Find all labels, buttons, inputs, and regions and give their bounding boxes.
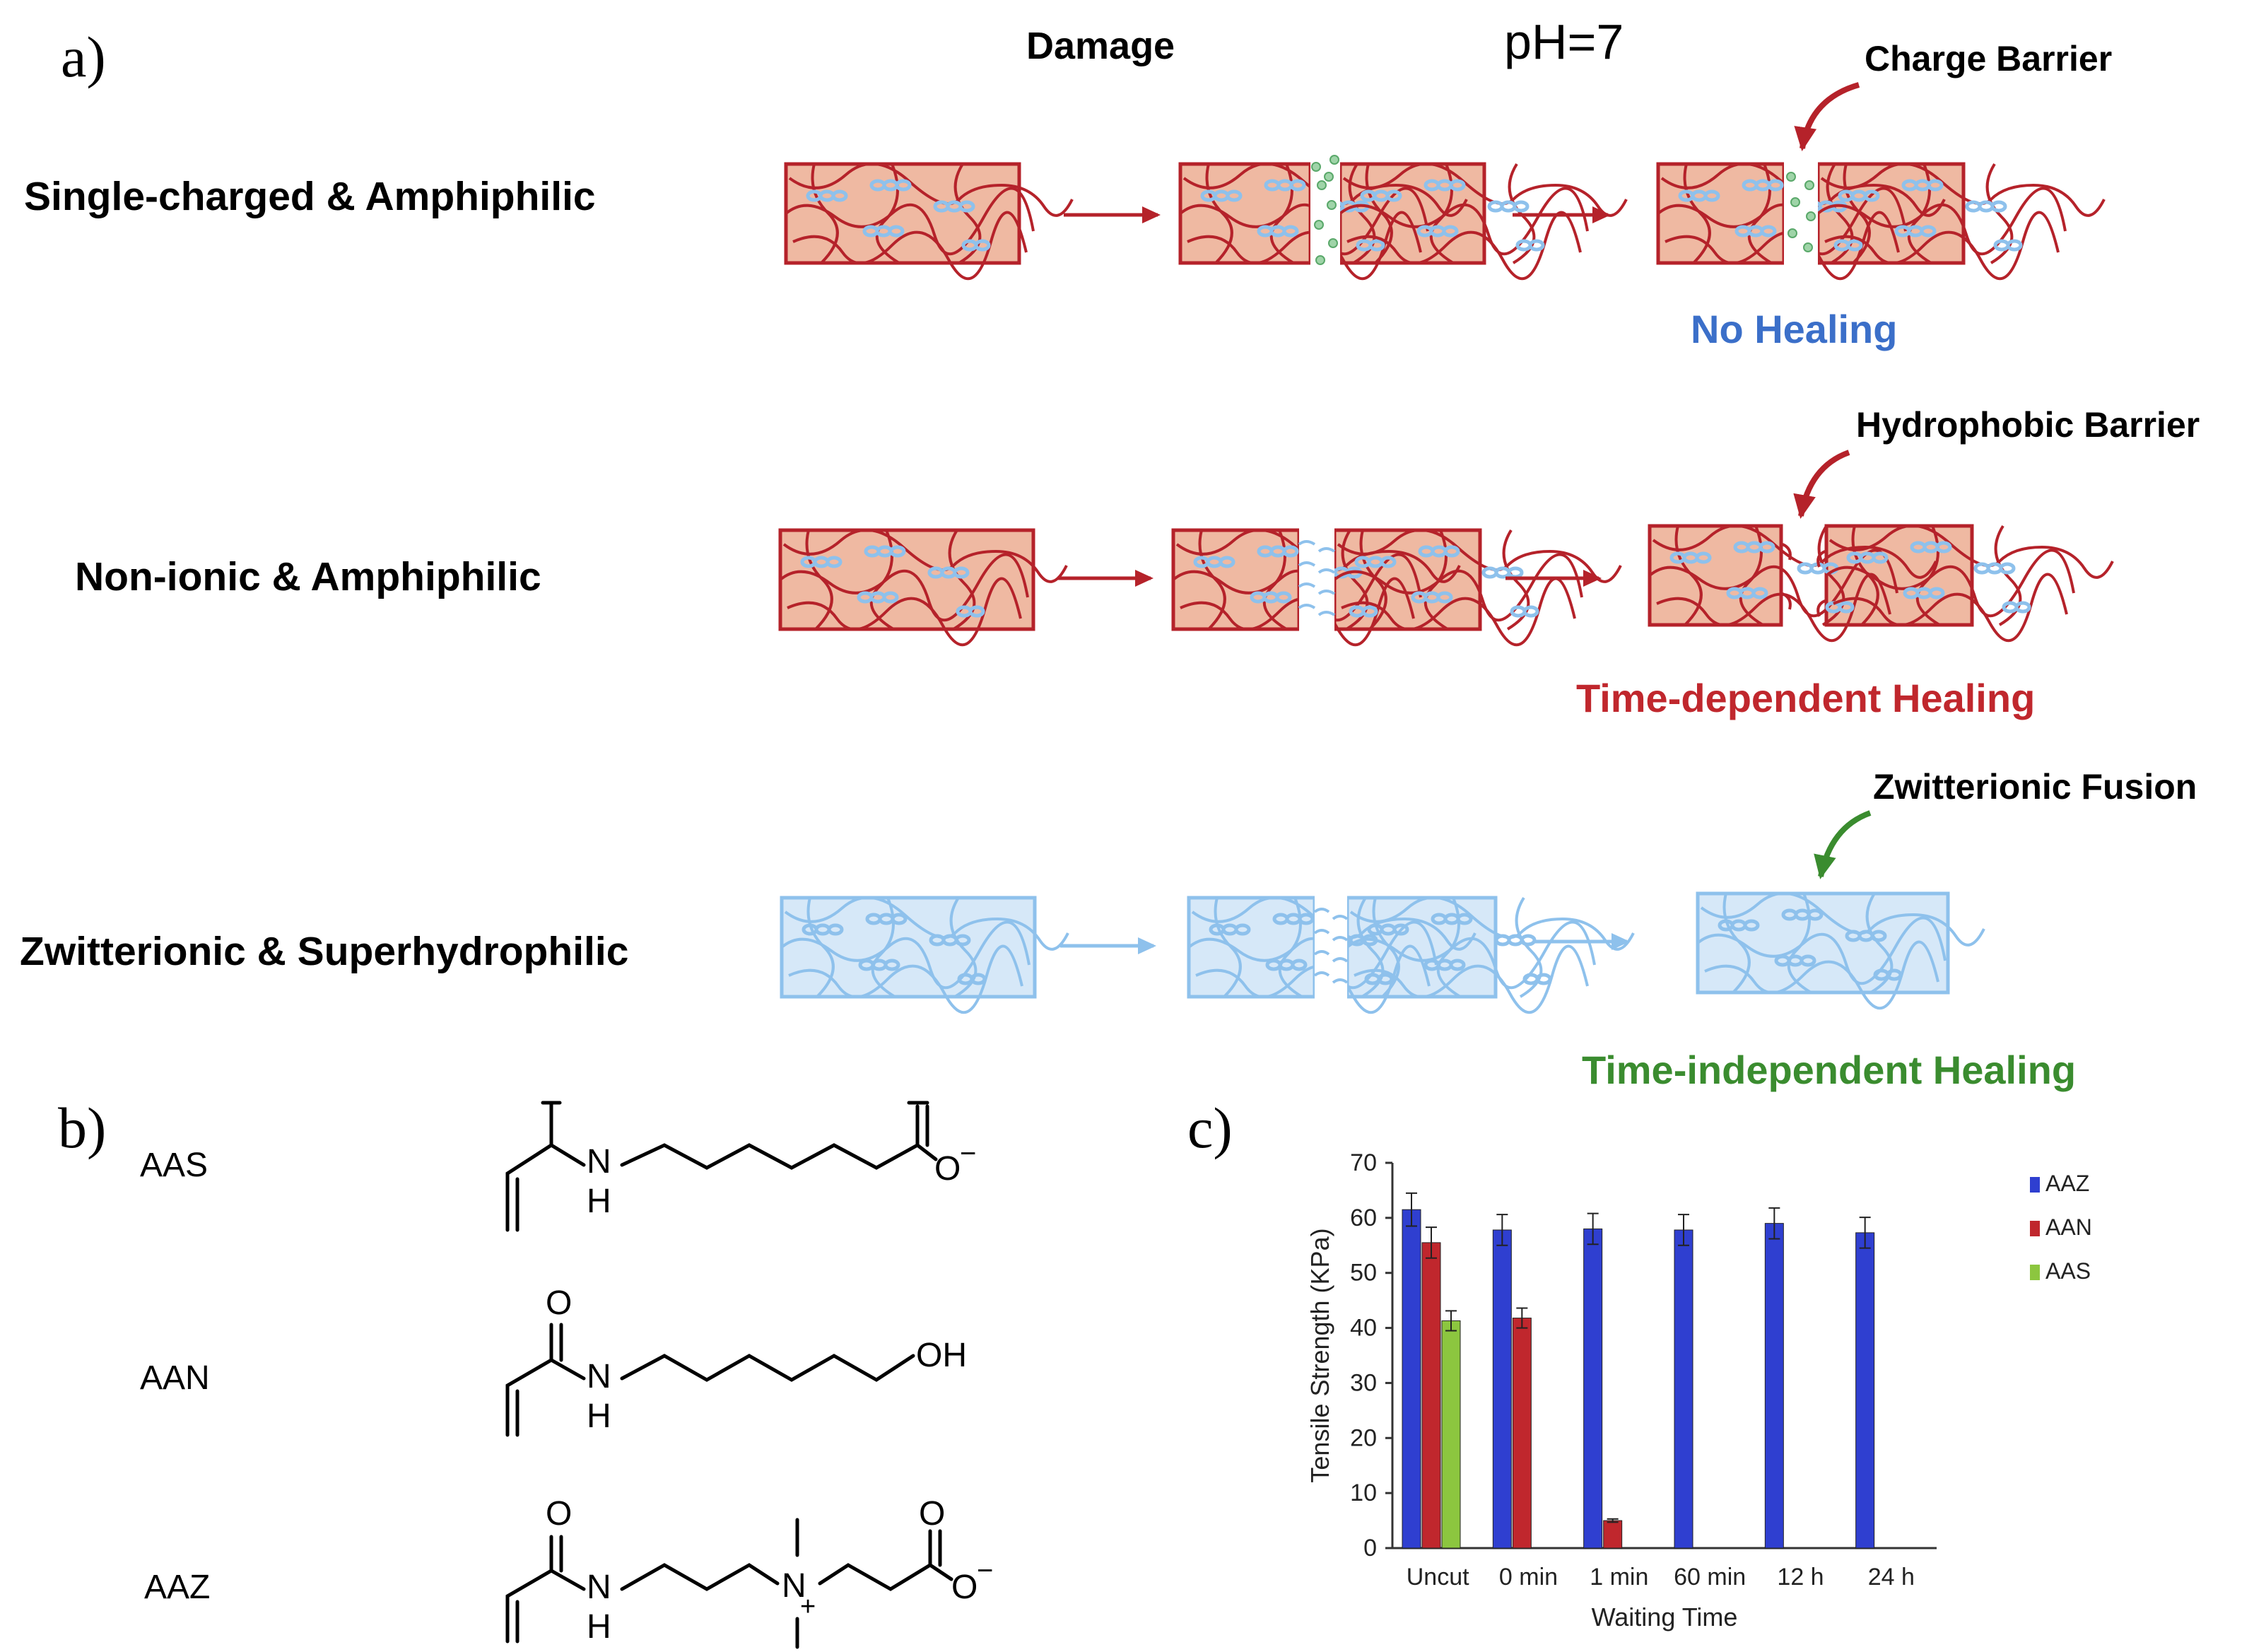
row1-gel-intact (784, 164, 1072, 279)
aas-charge-minus: − (960, 1138, 977, 1169)
aas-atom-h: H (587, 1183, 611, 1220)
error-bar (1516, 1307, 1528, 1329)
bar-aas (1441, 1320, 1461, 1549)
monomer-name-aaz: AAZ (144, 1569, 211, 1606)
error-bar (1678, 1214, 1689, 1246)
aaz-atom-o-right: O (951, 1569, 978, 1606)
row1-gel-barrier (1656, 161, 2104, 279)
error-bar (1768, 1207, 1780, 1240)
y-tick-label: 70 (1350, 1149, 1377, 1176)
aas-atom-o: O (934, 1150, 961, 1188)
x-tick-label: 0 min (1499, 1564, 1558, 1591)
error-bar (1496, 1214, 1508, 1246)
aaz-atom-o: O (546, 1495, 573, 1533)
y-tick-label: 20 (1350, 1424, 1377, 1451)
y-tick-label: 30 (1350, 1369, 1377, 1396)
row-label-non-ionic: Non-ionic & Amphiphilic (75, 554, 541, 599)
bar-aaz (1855, 1232, 1875, 1549)
x-axis-label: Waiting Time (1592, 1603, 1738, 1632)
row-label-single-charged: Single-charged & Amphiphilic (24, 174, 596, 219)
legend-swatch-aas (2030, 1265, 2040, 1280)
aaz-charge-minus: − (977, 1555, 994, 1586)
x-tick-label: Uncut (1407, 1564, 1469, 1591)
hydrophobic-barrier-label: Hydrophobic Barrier (1856, 405, 2200, 445)
row3-gel-intact (780, 898, 1068, 1013)
panel-b-structures (505, 1101, 953, 1649)
aaz-atom-o-top: O (919, 1495, 946, 1533)
hydrophobic-barrier-arrow (1793, 450, 1850, 519)
error-bar (1445, 1310, 1457, 1332)
zwitterionic-fusion-arrow (1814, 810, 1872, 879)
legend-swatch-aan (2030, 1221, 2040, 1236)
bar-aan (1603, 1520, 1623, 1549)
error-bar (1587, 1212, 1599, 1246)
legend-label-aas: AAS (2045, 1258, 2091, 1284)
row2-gel-intact (778, 530, 1067, 645)
monomer-name-aan: AAN (140, 1359, 210, 1397)
aan-atom-h: H (587, 1398, 611, 1435)
aan-atom-oh: OH (916, 1337, 967, 1374)
legend-label-aaz: AAZ (2045, 1171, 2089, 1196)
y-tick-label: 40 (1350, 1315, 1377, 1342)
bar-aan (1512, 1318, 1532, 1549)
bar-aaz (1492, 1229, 1512, 1549)
legend-swatch-aaz (2030, 1177, 2040, 1193)
aan-atom-o: O (546, 1284, 573, 1322)
error-bar (1426, 1226, 1437, 1259)
error-bar (1607, 1518, 1619, 1523)
ph-label: pH=7 (1504, 14, 1624, 69)
row1-gel-cut (1178, 155, 1626, 279)
aaz-atom-n-plus: N (782, 1567, 806, 1605)
row3-gel-healed (1696, 894, 1984, 1009)
y-tick-label: 60 (1350, 1205, 1377, 1231)
aas-atom-n: N (587, 1143, 611, 1181)
y-tick-label: 50 (1350, 1260, 1377, 1287)
result-no-healing: No Healing (1691, 307, 1898, 351)
y-tick-label: 10 (1350, 1480, 1377, 1506)
result-time-independent: Time-independent Healing (1582, 1048, 2077, 1092)
row2-gel-barrier (1648, 526, 2113, 641)
bar-aan (1421, 1242, 1441, 1549)
panel-a-schematic (778, 82, 2266, 1103)
row-label-zwitterionic: Zwitterionic & Superhydrophilic (20, 929, 629, 974)
charge-barrier-label: Charge Barrier (1865, 39, 2113, 78)
legend-label-aan: AAN (2045, 1214, 2092, 1240)
monomer-name-aas: AAS (140, 1147, 209, 1184)
bar-aaz (1764, 1223, 1784, 1549)
aaz-atom-h: H (587, 1608, 611, 1646)
bar-aaz (1674, 1229, 1693, 1549)
aaz-charge-plus: + (800, 1592, 816, 1622)
x-tick-label: 60 min (1674, 1564, 1746, 1591)
error-bar (1406, 1192, 1417, 1227)
row3-gel-cut (1187, 895, 1633, 1012)
panel-b-letter: b) (58, 1096, 107, 1160)
bar-aaz (1402, 1209, 1421, 1549)
x-tick-label: 12 h (1777, 1564, 1824, 1591)
bar-aaz (1583, 1228, 1603, 1549)
result-time-dependent: Time-dependent Healing (1576, 676, 2036, 720)
aaz-atom-n: N (587, 1569, 611, 1606)
panel-c-letter: c) (1187, 1096, 1233, 1160)
charge-barrier-arrow (1794, 82, 1860, 151)
error-bar (1859, 1217, 1871, 1249)
panel-a-letter: a) (61, 25, 106, 89)
y-tick-label: 0 (1363, 1535, 1377, 1562)
aan-atom-n: N (587, 1358, 611, 1395)
x-tick-label: 1 min (1590, 1564, 1648, 1591)
row2-gel-cut (1171, 527, 1621, 645)
y-axis-label: Tensile Strength (KPa) (1305, 1228, 1334, 1482)
x-tick-label: 24 h (1868, 1564, 1915, 1591)
damage-label: Damage (1026, 25, 1175, 67)
zwitterionic-fusion-label: Zwitterionic Fusion (1873, 767, 2197, 807)
